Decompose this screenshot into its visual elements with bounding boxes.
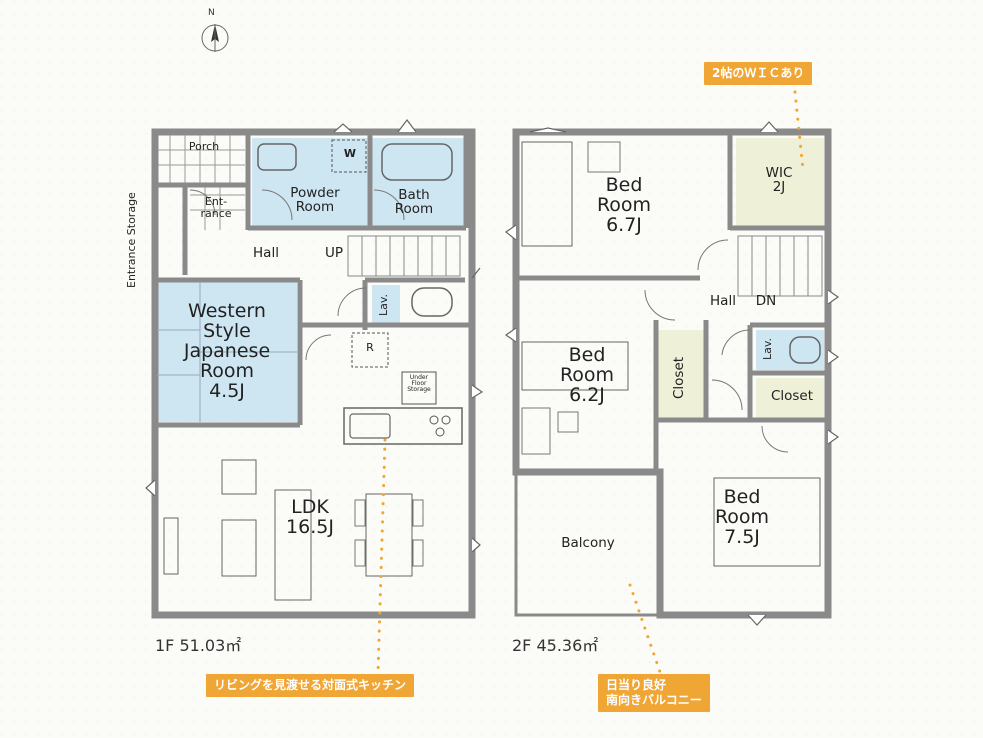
wic-label: WIC 2J: [765, 165, 793, 196]
sink: [349, 413, 391, 439]
stair-1f: [347, 235, 461, 277]
compass-label: N: [208, 8, 215, 18]
washer-space: [331, 139, 367, 173]
desk-2: [521, 407, 551, 455]
entrance-label: Ent- rance: [200, 195, 232, 220]
ldk-label: LDK 16.5J: [286, 496, 334, 538]
entrance-storage-label: Entrance Storage: [125, 192, 138, 288]
chair-2: [557, 411, 579, 433]
bed-furniture-3: [713, 477, 821, 567]
coffee-table: [221, 519, 257, 577]
porch-label: Porch: [188, 140, 220, 153]
washbasin: [257, 143, 297, 171]
bed-room-1-label: Bed Room 6.7J: [596, 174, 652, 236]
wic-fill: [736, 138, 824, 226]
lav1-fill: [372, 285, 400, 325]
hall-2f-label: Hall: [710, 293, 736, 309]
tv-board: [163, 517, 179, 575]
north-arrow-icon: [201, 24, 229, 52]
bed-room-3-label: Bed Room 7.5J: [714, 486, 770, 548]
underfloor-hatch: [401, 371, 437, 405]
balcony-wall: [514, 472, 660, 617]
closet1-fill: [658, 330, 706, 420]
sofa: [274, 489, 312, 601]
bath-room-fill: [372, 138, 464, 226]
porch-tiles: [158, 135, 245, 230]
closet2-fill: [756, 378, 824, 418]
door-swings-1f: [189, 189, 405, 361]
bath-room-label: Bath Room: [394, 187, 434, 218]
bed-furniture-2: [521, 341, 629, 391]
fridge-label: R: [366, 341, 374, 354]
toilet-1f: [411, 287, 453, 317]
door-swings-2f: [644, 239, 789, 453]
bathtub: [381, 143, 453, 181]
closet-1-label: Closet: [671, 356, 687, 400]
floor1-plan: [151, 128, 476, 619]
balcony-label: Balcony: [561, 535, 615, 551]
kitchen-callout: リビングを見渡せる対面式キッチン: [206, 674, 415, 697]
desk-1: [587, 141, 621, 173]
underfloor-storage-label: Under Floor Storage: [407, 374, 431, 393]
hall-1f-label: Hall: [253, 245, 279, 261]
powder-room-fill: [252, 138, 370, 226]
tatami-lines: [157, 282, 297, 422]
opening-markers: [145, 119, 840, 626]
lav-2f-label: Lav.: [761, 337, 774, 361]
floor2-area: 2F 45.36㎡: [512, 636, 599, 655]
callout-leaders: [376, 90, 805, 674]
powder-room-label: Powder Room: [290, 185, 340, 216]
stair-2f: [737, 235, 823, 297]
closet-2-label: Closet: [770, 388, 814, 404]
floor1-outer-wall: [151, 128, 476, 619]
fridge-space: [351, 332, 389, 368]
dn-label: DN: [755, 293, 777, 309]
up-label: UP: [324, 245, 344, 261]
tatami-room-label: Western Style Japanese Room 4.5J: [183, 300, 271, 402]
washer-label: W: [343, 147, 357, 160]
toilet-2f: [789, 336, 821, 364]
bed-room-2-label: Bed Room 6.2J: [559, 344, 615, 406]
dining-table: [365, 493, 413, 577]
lav-1f-label: Lav.: [377, 293, 390, 317]
armchair: [221, 459, 257, 495]
floor2-plan: [512, 128, 832, 619]
wic-callout: 2帖のＷＩＣあり: [704, 62, 813, 85]
floor1-area: 1F 51.03㎡: [155, 636, 242, 655]
bed-furniture-1: [521, 141, 573, 247]
kitchen-counter: [343, 407, 463, 445]
balcony-callout: 日当り良好 南向きバルコニー: [598, 674, 710, 712]
